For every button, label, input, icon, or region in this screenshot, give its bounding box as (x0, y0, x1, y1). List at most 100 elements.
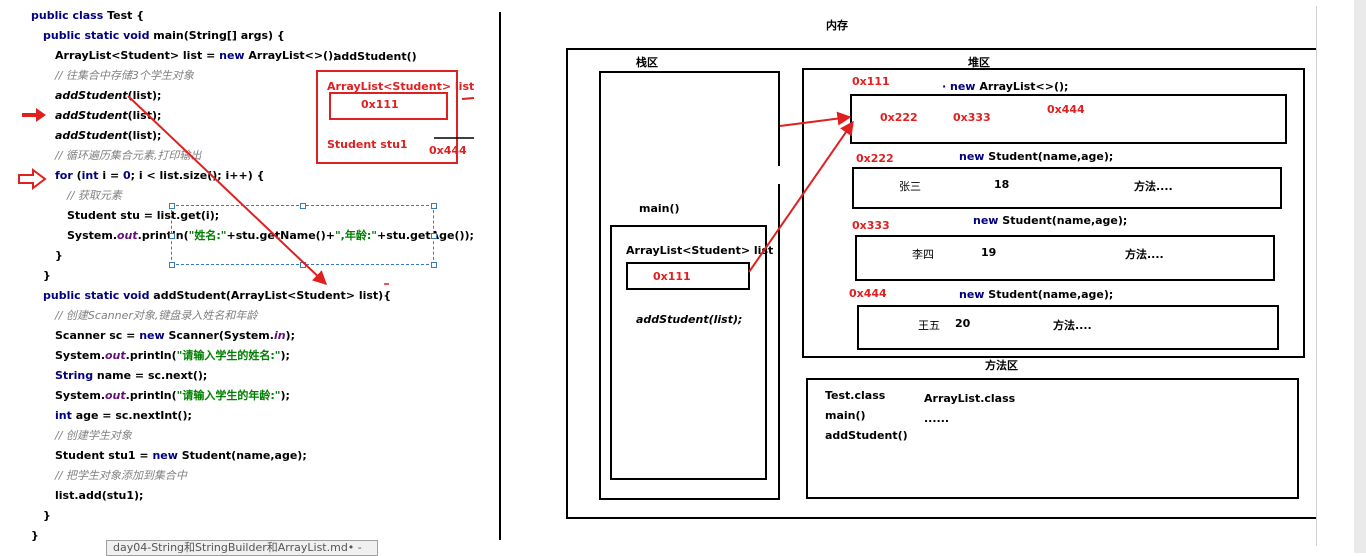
code-token: ArrayList<>(); (248, 49, 338, 62)
code-token: System. (55, 389, 105, 402)
method-item: addStudent() (825, 429, 908, 442)
code-token: String (55, 369, 97, 382)
code-token: (list); (127, 89, 162, 102)
list-slot-3: 0x444 (1047, 103, 1085, 116)
code-token: new (219, 49, 249, 62)
code-token: ArrayList<Student> list = (55, 49, 220, 62)
code-line: Student stu1 = new Student(name,age); (55, 446, 307, 466)
code-token: } (55, 249, 63, 262)
code-token: ); (280, 349, 290, 362)
code-token: 0 (123, 169, 131, 182)
selection-handle[interactable] (300, 203, 306, 209)
list-slot-1: 0x222 (880, 111, 918, 124)
stack-area (599, 71, 780, 500)
current-line-arrow (22, 108, 46, 122)
scrollbar[interactable] (1354, 0, 1366, 553)
code-line: addStudent(list); (55, 106, 161, 126)
student-age: 19 (981, 246, 997, 259)
method-item: ArrayList.class (924, 392, 1016, 405)
code-token: System. (67, 229, 117, 242)
frame-stu-addr: 0x444 (429, 144, 467, 157)
code-line: // 往集合中存储3个学生对象 (55, 66, 194, 86)
code-token: // 获取元素 (67, 189, 122, 202)
code-token: ; i < list.size(); i++) { (130, 169, 265, 182)
list-slot-2: 0x333 (953, 111, 991, 124)
code-token: (list); (127, 129, 162, 142)
pane-divider (499, 12, 501, 540)
selection-handle[interactable] (431, 262, 437, 268)
code-line: // 循环遍历集合元素,打印输出 (55, 146, 201, 166)
code-line: } (55, 246, 63, 266)
code-line: System.out.println("请输入学生的年龄:"); (55, 386, 290, 406)
document-tab[interactable]: day04-String和StringBuilder和ArrayList.md•… (106, 540, 378, 556)
frame-list-label: ArrayList<Student> list (327, 80, 475, 93)
student-addr: 0x222 (856, 152, 894, 165)
selection-handle[interactable] (300, 262, 306, 268)
main-call: addStudent(list); (636, 313, 743, 326)
code-line: // 获取元素 (67, 186, 122, 206)
code-token: int (55, 409, 76, 422)
selection-handle[interactable] (169, 262, 175, 268)
frame-stu-label: Student stu1 (327, 138, 408, 151)
code-line: // 创建学生对象 (55, 426, 132, 446)
code-line: Scanner sc = new Scanner(System.in); (55, 326, 295, 346)
main-list-cell (626, 262, 750, 290)
method-item: Test.class (825, 389, 886, 402)
code-token: ); (280, 389, 290, 402)
code-token: out (105, 389, 126, 402)
code-token: Test { (107, 9, 145, 22)
main-frame (610, 225, 767, 480)
code-token: for (55, 169, 77, 182)
memory-title: 内存 (826, 19, 848, 32)
code-token: addStudent (55, 109, 128, 122)
code-token: // 循环遍历集合元素,打印输出 (55, 149, 202, 162)
stack-title: 栈区 (636, 56, 658, 69)
code-line: } (43, 506, 51, 526)
frame-list-addr: 0x111 (361, 98, 399, 111)
code-line: int age = sc.nextInt(); (55, 406, 192, 426)
main-list-addr: 0x111 (653, 270, 691, 283)
code-line: // 创建Scanner对象,键盘录入姓名和年龄 (55, 306, 257, 326)
student-age: 20 (955, 317, 971, 330)
selection-handle[interactable] (431, 233, 437, 239)
code-token: .println( (125, 349, 177, 362)
code-token: // 创建Scanner对象,键盘录入姓名和年龄 (55, 309, 258, 322)
code-token: age = sc.nextInt(); (75, 409, 192, 422)
loop-arrow (18, 168, 47, 190)
code-token: // 创建学生对象 (55, 429, 132, 442)
code-token: ",年龄:" (334, 229, 377, 242)
code-line: list.add(stu1); (55, 486, 143, 506)
code-token: out (105, 349, 126, 362)
code-token: addStudent(ArrayList<Student> list){ (153, 289, 392, 302)
code-token: list.add(stu1); (55, 489, 144, 502)
code-line: addStudent(list); (55, 86, 161, 106)
code-line: } (31, 526, 39, 546)
method-area (806, 378, 1299, 499)
method-item: ...... (924, 412, 950, 425)
selection-handle[interactable] (169, 233, 175, 239)
code-token: Student stu1 = (55, 449, 153, 462)
selection-handle[interactable] (169, 203, 175, 209)
code-token: System. (55, 349, 105, 362)
student-methods: 方法.... (1134, 180, 1173, 193)
selection-box[interactable] (171, 205, 434, 265)
code-token: new (139, 329, 169, 342)
selection-handle[interactable] (431, 203, 437, 209)
code-token: int (81, 169, 103, 182)
code-token: +stu.getAge()); (377, 229, 474, 242)
student-name: 王五 (918, 319, 940, 332)
code-line: public static void addStudent(ArrayList<… (43, 286, 391, 306)
main-list-label: ArrayList<Student> list (626, 244, 774, 257)
code-line: } (43, 266, 51, 286)
heap-title: 堆区 (968, 56, 990, 69)
student-methods: 方法.... (1053, 319, 1092, 332)
code-token: Student(name,age); (181, 449, 307, 462)
code-token: (list); (127, 109, 162, 122)
student-age: 18 (994, 178, 1010, 191)
method-item: main() (825, 409, 866, 422)
code-line: for (int i = 0; i < list.size(); i++) { (55, 166, 264, 186)
student-methods: 方法.... (1125, 248, 1164, 261)
code-token: Scanner(System. (168, 329, 274, 342)
main-frame-title: main() (639, 202, 680, 215)
code-token: in (273, 329, 286, 342)
